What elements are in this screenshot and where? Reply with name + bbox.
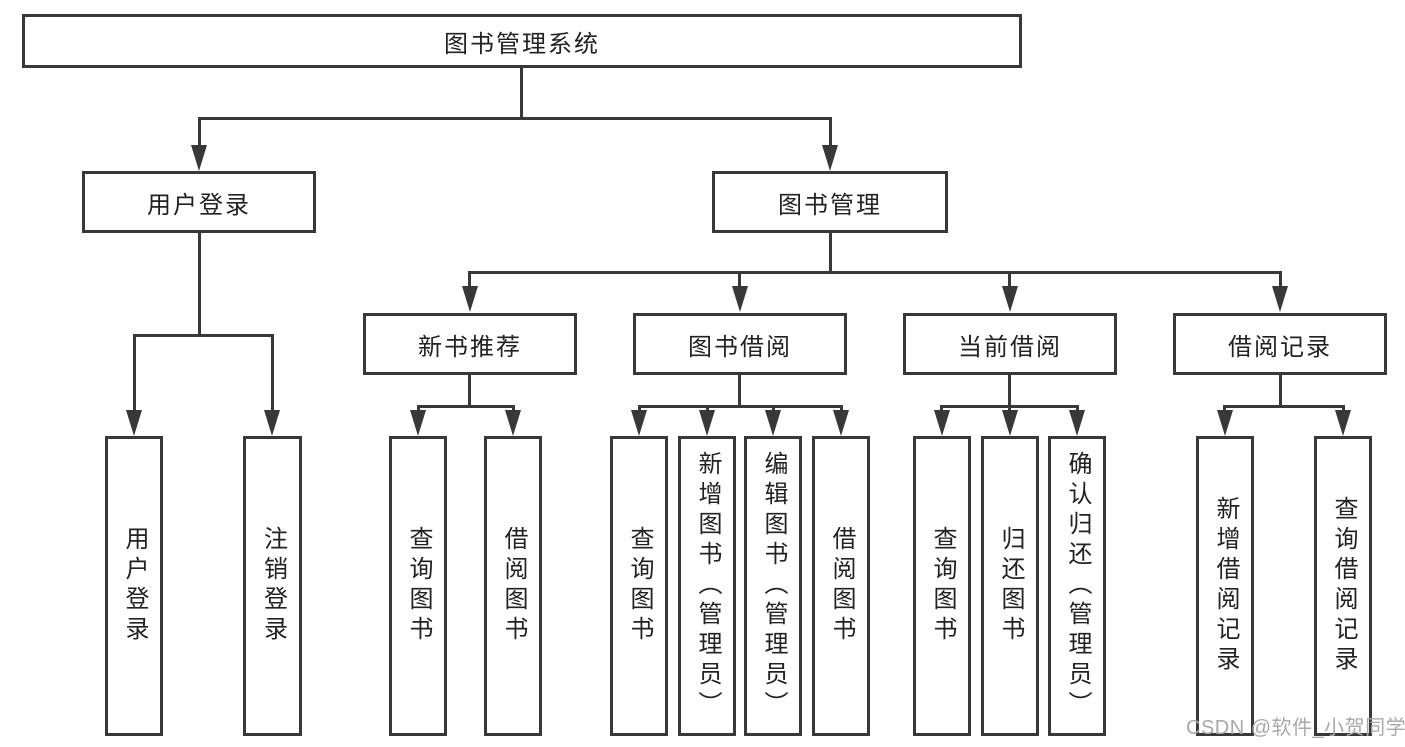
leaf-user-login: 用户登录 — [105, 436, 163, 736]
arrow-down-icon — [126, 410, 142, 436]
leaf-label: 用户登录 — [121, 526, 148, 646]
node-label: 图书管理系统 — [444, 30, 600, 58]
leaf-return-books: 归还图书 — [981, 436, 1039, 736]
leaf-query-books-borrow: 查询图书 — [610, 436, 668, 736]
connector-borrow-stem — [738, 375, 741, 408]
node-new-book-recommend: 新书推荐 — [363, 313, 577, 375]
leaf-query-borrow-record: 查询借阅记录 — [1314, 436, 1372, 736]
arrow-down-icon — [191, 145, 207, 171]
connector-leaf-drop — [1223, 405, 1226, 413]
connector-leaf-drop — [1008, 405, 1011, 413]
node-current-borrow: 当前借阅 — [903, 313, 1117, 375]
leaf-query-books-current: 查询图书 — [913, 436, 971, 736]
arrow-down-icon — [822, 145, 838, 171]
connector-user-login-drop — [198, 117, 201, 147]
connector-leaf-drop — [940, 405, 943, 413]
connector-leaf-drop — [772, 405, 775, 413]
leaf-label: 查询图书 — [929, 526, 956, 646]
connector-leaf-drop — [1342, 405, 1345, 413]
leaf-label: 确认归还（管理员） — [1064, 451, 1091, 721]
connector-current-stem — [1008, 375, 1011, 408]
node-root-system: 图书管理系统 — [22, 14, 1022, 68]
connector-level3-drop — [468, 271, 471, 289]
leaf-label: 借阅图书 — [828, 526, 855, 646]
leaf-borrow-books-recommend: 借阅图书 — [484, 436, 542, 736]
leaf-confirm-return-admin: 确认归还（管理员） — [1048, 436, 1106, 736]
node-label: 借阅记录 — [1228, 333, 1332, 361]
leaf-logout: 注销登录 — [243, 436, 302, 736]
connector-level3-splitter — [468, 271, 1282, 274]
connector-level3-drop — [1279, 271, 1282, 289]
node-book-management: 图书管理 — [712, 171, 948, 233]
node-user-login: 用户登录 — [82, 171, 316, 233]
arrow-down-icon — [410, 410, 426, 436]
connector-records-stem — [1279, 375, 1282, 408]
node-label: 当前借阅 — [958, 333, 1062, 361]
node-book-borrow: 图书借阅 — [633, 313, 847, 375]
connector-records-splitter — [1223, 405, 1345, 408]
leaf-label: 查询图书 — [626, 526, 653, 646]
leaf-label: 借阅图书 — [500, 526, 527, 646]
node-label: 图书借阅 — [688, 333, 792, 361]
leaf-borrow-books: 借阅图书 — [812, 436, 870, 736]
connector-leaf-drop — [133, 334, 136, 412]
node-label: 新书推荐 — [418, 333, 522, 361]
leaf-edit-books-admin: 编辑图书（管理员） — [744, 436, 802, 736]
connector-borrow-splitter — [638, 405, 843, 408]
connector-leaf-drop — [512, 405, 515, 413]
connector-level3-drop — [1008, 271, 1011, 289]
arrow-down-icon — [765, 410, 781, 436]
leaf-add-books-admin: 新增图书（管理员） — [678, 436, 736, 736]
connector-login-stem — [198, 233, 201, 337]
connector-book-mgmt-drop — [829, 117, 832, 147]
leaf-label: 注销登录 — [259, 526, 287, 646]
arrow-down-icon — [1335, 410, 1351, 436]
csdn-watermark: CSDN @软件_小贺同学 — [1186, 717, 1405, 739]
leaf-label: 编辑图书（管理员） — [760, 451, 787, 721]
leaf-query-books-recommend: 查询图书 — [389, 436, 447, 736]
connector-leaf-drop — [638, 405, 641, 413]
leaf-label: 新增借阅记录 — [1212, 496, 1239, 676]
connector-leaf-drop — [1076, 405, 1079, 413]
arrow-down-icon — [264, 410, 280, 436]
arrow-down-icon — [699, 410, 715, 436]
leaf-label: 查询借阅记录 — [1330, 496, 1357, 676]
connector-leaf-drop — [417, 405, 420, 413]
arrow-down-icon — [1069, 410, 1085, 436]
leaf-label: 归还图书 — [997, 526, 1024, 646]
connector-leaf-drop — [706, 405, 709, 413]
connector-root-stem — [520, 68, 523, 120]
connector-recommend-splitter — [417, 405, 515, 408]
connector-login-splitter — [133, 334, 274, 337]
connector-mgmt-stem — [829, 233, 832, 274]
leaf-label: 新增图书（管理员） — [694, 451, 721, 721]
arrow-down-icon — [1217, 410, 1233, 436]
node-label: 用户登录 — [147, 191, 251, 219]
arrow-down-icon — [631, 410, 647, 436]
arrow-down-icon — [934, 410, 950, 436]
connector-level2-splitter — [198, 117, 832, 120]
arrow-down-icon — [1002, 410, 1018, 436]
connector-leaf-drop — [271, 334, 274, 412]
arrow-down-icon — [505, 410, 521, 436]
leaf-add-borrow-record: 新增借阅记录 — [1196, 436, 1254, 736]
node-borrow-records: 借阅记录 — [1173, 313, 1387, 375]
arrow-down-icon — [732, 286, 748, 312]
connector-recommend-stem — [468, 375, 471, 408]
arrow-down-icon — [833, 410, 849, 436]
connector-leaf-drop — [840, 405, 843, 413]
connector-level3-drop — [738, 271, 741, 289]
arrow-down-icon — [1002, 286, 1018, 312]
arrow-down-icon — [1272, 286, 1288, 312]
leaf-label: 查询图书 — [405, 526, 432, 646]
arrow-down-icon — [462, 286, 478, 312]
node-label: 图书管理 — [778, 191, 882, 219]
